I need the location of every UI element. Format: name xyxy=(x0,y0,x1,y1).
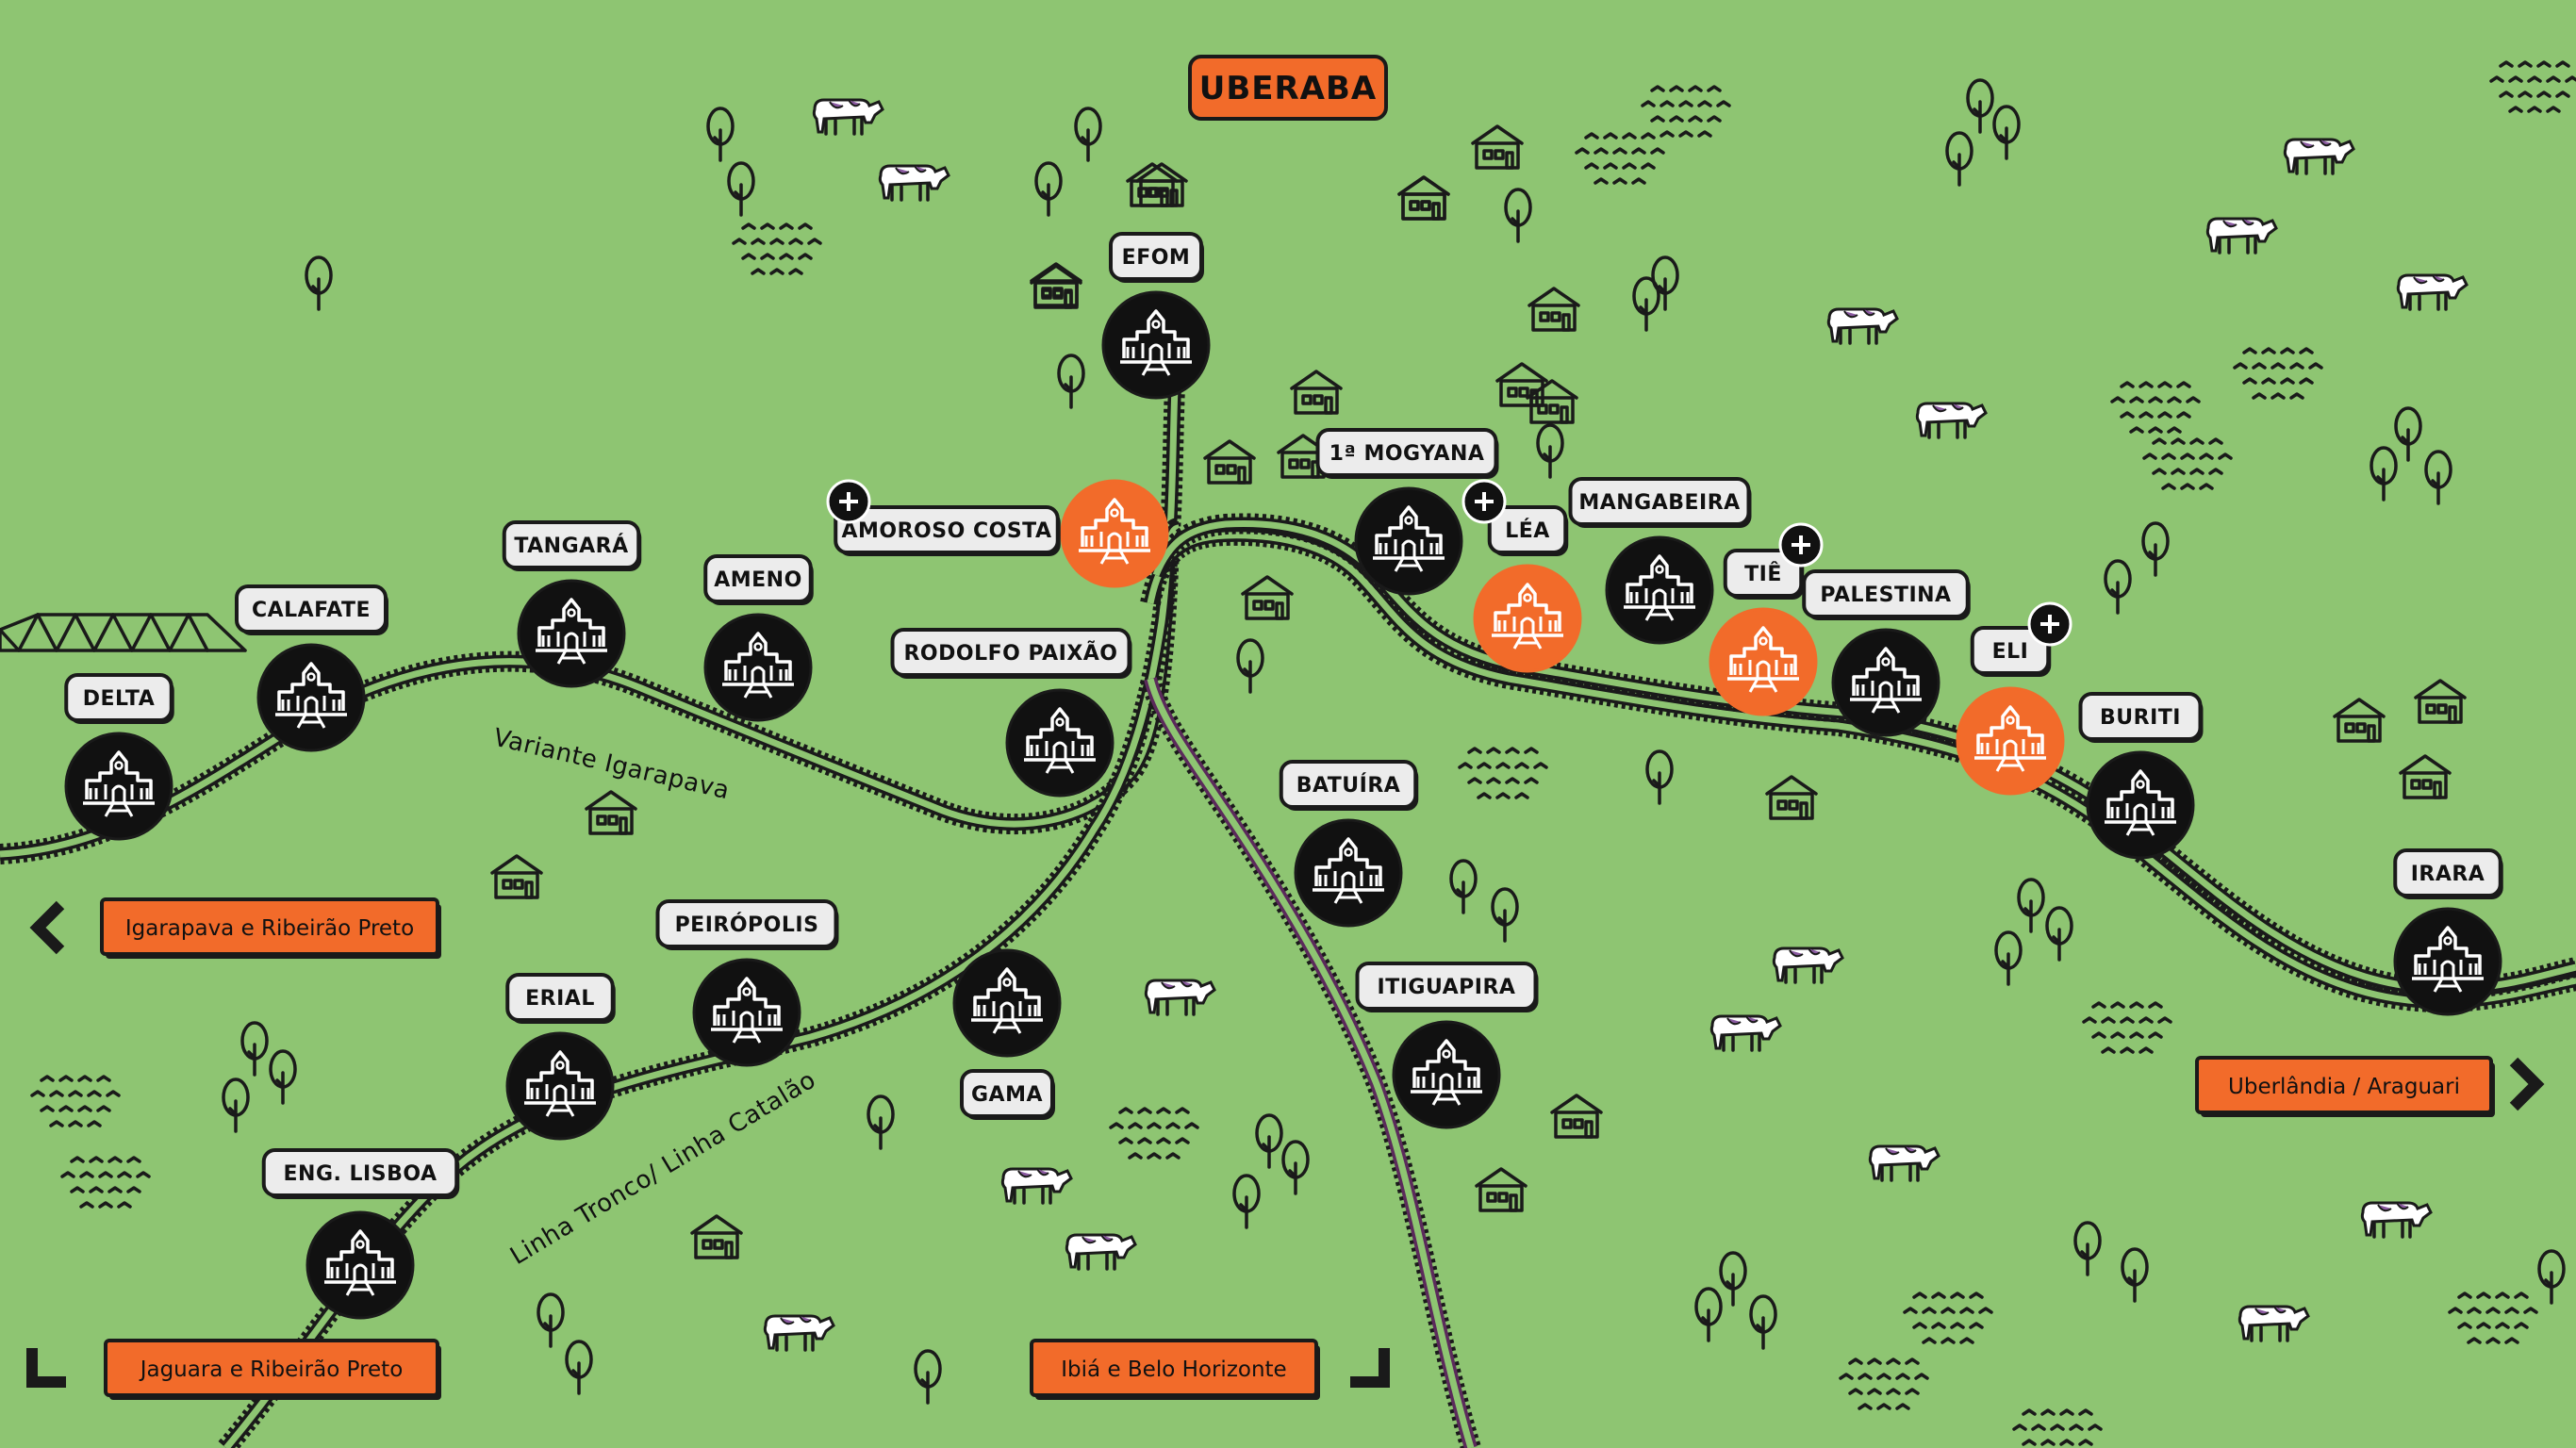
station-label: EFOM xyxy=(1109,232,1204,283)
route-arrow-icon xyxy=(26,1348,66,1388)
station-label: LÉA xyxy=(1487,505,1569,556)
station-label: AMENO xyxy=(703,554,814,605)
station-tangara[interactable]: TANGARÁ xyxy=(502,520,642,688)
route-ibia[interactable]: Ibiá e Belo Horizonte xyxy=(1030,1339,1390,1400)
station-label: PALESTINA xyxy=(1802,569,1971,620)
track-ibia-gap xyxy=(1147,678,1475,1448)
station-label: ELI xyxy=(1970,626,2052,677)
station-name: PEIRÓPOLIS xyxy=(675,913,819,937)
station-tie[interactable]: TIÊ xyxy=(1709,522,1824,716)
station-name: MANGABEIRA xyxy=(1578,491,1740,515)
station-rodolfo[interactable]: RODOLFO PAIXÃO xyxy=(890,628,1132,798)
station-englisboa[interactable]: ENG. LISBOA xyxy=(261,1148,460,1320)
station-mogyana[interactable]: 1ª MOGYANA xyxy=(1315,428,1499,596)
station-calafate[interactable]: CALAFATE xyxy=(235,584,388,752)
station-label: 1ª MOGYANA xyxy=(1315,428,1499,479)
station-name: BURITI xyxy=(2100,706,2181,730)
route-arrow-icon xyxy=(29,900,65,955)
station-label: RODOLFO PAIXÃO xyxy=(890,628,1132,679)
station-mangabeira[interactable]: MANGABEIRA xyxy=(1568,477,1752,645)
station-label: AMOROSO COSTA xyxy=(834,505,1061,556)
station-peiropolis[interactable]: PEIRÓPOLIS xyxy=(655,899,839,1067)
station-label: BATUÍRA xyxy=(1279,760,1419,811)
route-label: Uberlândia / Araguari xyxy=(2228,1075,2460,1099)
route-label: Igarapava e Ribeirão Preto xyxy=(125,916,414,941)
station-name: ERIAL xyxy=(525,987,595,1011)
expand-plus-icon[interactable] xyxy=(1461,479,1507,524)
station-erial[interactable]: ERIAL xyxy=(505,973,616,1141)
route-label: Ibiá e Belo Horizonte xyxy=(1061,1358,1286,1382)
station-palestina[interactable]: PALESTINA xyxy=(1802,569,1971,737)
station-label: MANGABEIRA xyxy=(1568,477,1752,528)
station-name: PALESTINA xyxy=(1820,584,1951,607)
station-name: ENG. LISBOA xyxy=(284,1162,438,1186)
station-name: AMOROSO COSTA xyxy=(842,519,1052,543)
station-eli[interactable]: ELI xyxy=(1956,601,2072,796)
station-label: IRARA xyxy=(2393,848,2503,899)
station-name: EFOM xyxy=(1122,246,1191,270)
track-east-gap xyxy=(1147,532,2576,1006)
station-name: GAMA xyxy=(971,1083,1043,1107)
station-name: AMENO xyxy=(714,568,802,592)
station-delta[interactable]: DELTA xyxy=(64,673,174,841)
station-gama[interactable]: GAMA xyxy=(952,948,1062,1120)
route-uberlandia[interactable]: Uberlândia / Araguari xyxy=(2195,1056,2545,1117)
station-name: LÉA xyxy=(1505,518,1550,543)
station-buriti[interactable]: BURITI xyxy=(2078,692,2204,860)
bridge-illustration xyxy=(0,613,247,652)
station-name: ELI xyxy=(1992,640,2029,664)
station-name: IRARA xyxy=(2411,863,2485,886)
station-name: CALAFATE xyxy=(252,599,371,622)
station-ameno[interactable]: AMENO xyxy=(703,554,814,722)
station-label: DELTA xyxy=(64,673,174,724)
station-efom[interactable]: EFOM xyxy=(1101,232,1211,400)
station-label: BURITI xyxy=(2078,692,2204,743)
stations-layer: DELTA CALAFATE TANGARÁ AMENO RODOLFO PAIXÃO A… xyxy=(64,232,2503,1320)
route-arrow-icon xyxy=(2509,1057,2545,1111)
title-text: UBERABA xyxy=(1199,70,1377,107)
station-label: GAMA xyxy=(960,1069,1055,1120)
route-label: Jaguara e Ribeirão Preto xyxy=(139,1358,404,1382)
station-name: ITIGUAPIRA xyxy=(1378,976,1516,999)
station-label: CALAFATE xyxy=(235,584,388,635)
station-name: DELTA xyxy=(83,687,156,711)
city-title: UBERABA xyxy=(1188,55,1388,121)
route-igarapava[interactable]: Igarapava e Ribeirão Preto xyxy=(29,897,441,959)
station-amoroso[interactable]: AMOROSO COSTA xyxy=(826,479,1169,588)
station-irara[interactable]: IRARA xyxy=(2393,848,2503,1016)
station-batuira[interactable]: BATUÍRA xyxy=(1279,760,1419,928)
expand-plus-icon[interactable] xyxy=(1778,522,1824,568)
station-label: TIÊ xyxy=(1723,549,1805,600)
station-label: ERIAL xyxy=(505,973,616,1024)
expand-plus-icon[interactable] xyxy=(2027,601,2072,647)
station-name: TANGARÁ xyxy=(514,534,628,558)
station-name: TIÊ xyxy=(1744,562,1782,586)
station-label: ENG. LISBOA xyxy=(261,1148,460,1199)
station-label: TANGARÁ xyxy=(502,520,642,571)
route-arrow-icon xyxy=(1350,1348,1390,1388)
station-label: PEIRÓPOLIS xyxy=(655,899,839,950)
station-lea[interactable]: LÉA xyxy=(1461,479,1582,673)
station-name: 1ª MOGYANA xyxy=(1329,442,1485,466)
station-name: RODOLFO PAIXÃO xyxy=(903,641,1117,666)
station-name: BATUÍRA xyxy=(1296,773,1401,798)
expand-plus-icon[interactable] xyxy=(826,479,871,524)
station-itiguapira[interactable]: ITIGUAPIRA xyxy=(1355,962,1539,1129)
station-label: ITIGUAPIRA xyxy=(1355,962,1539,1012)
route-jaguara[interactable]: Jaguara e Ribeirão Preto xyxy=(26,1339,441,1400)
